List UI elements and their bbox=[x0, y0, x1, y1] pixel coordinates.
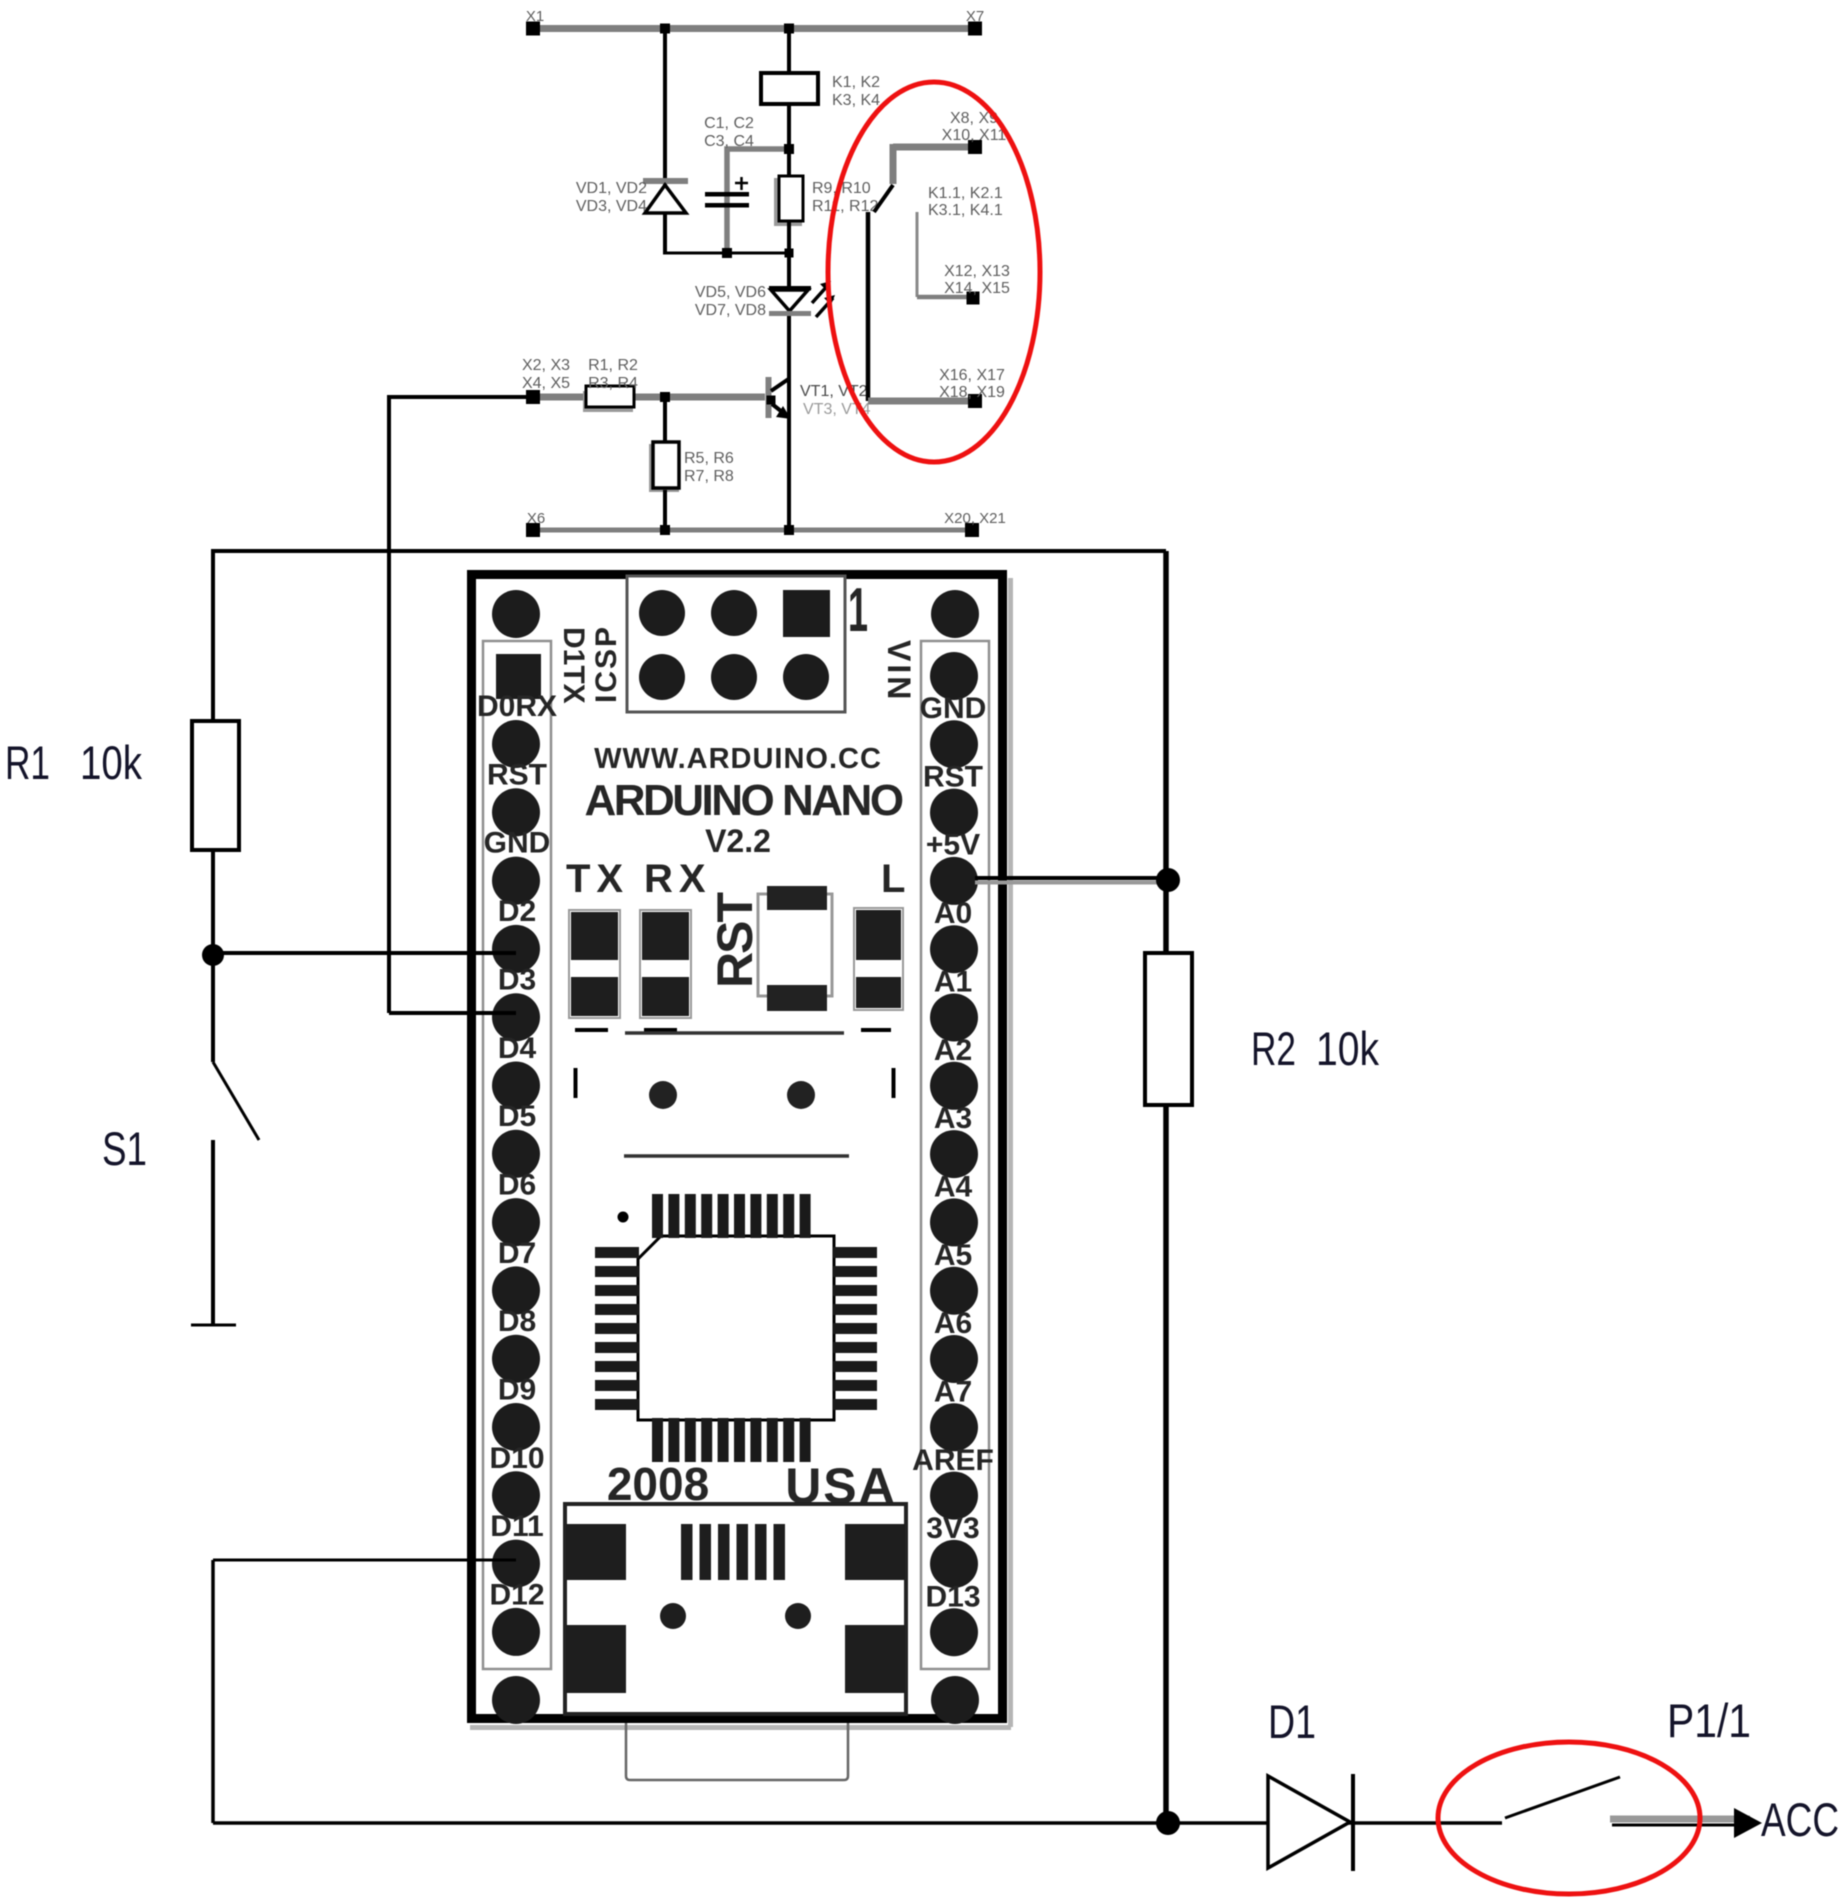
svg-text:R3, R4: R3, R4 bbox=[588, 375, 638, 392]
svg-text:P1/1: P1/1 bbox=[1667, 1694, 1751, 1747]
svg-text:X4, X5: X4, X5 bbox=[522, 375, 570, 392]
svg-text:ICSP: ICSP bbox=[590, 625, 623, 703]
svg-text:10k: 10k bbox=[1316, 1022, 1379, 1075]
svg-text:A6: A6 bbox=[934, 1307, 972, 1340]
svg-text:RST: RST bbox=[707, 893, 763, 988]
svg-text:VD5, VD6: VD5, VD6 bbox=[695, 284, 766, 301]
svg-text:R1: R1 bbox=[5, 736, 50, 789]
svg-text:WWW.ARDUINO.CC: WWW.ARDUINO.CC bbox=[594, 743, 882, 775]
svg-text:K3, K4: K3, K4 bbox=[832, 92, 880, 109]
svg-text:10k: 10k bbox=[80, 736, 142, 789]
svg-text:GND: GND bbox=[920, 692, 987, 725]
svg-text:AREF: AREF bbox=[912, 1444, 994, 1477]
svg-text:D13: D13 bbox=[925, 1581, 980, 1614]
svg-text:A4: A4 bbox=[934, 1170, 973, 1203]
svg-text:TX: TX bbox=[566, 857, 629, 901]
svg-text:X12, X13: X12, X13 bbox=[944, 263, 1010, 280]
svg-text:D1: D1 bbox=[1268, 1695, 1316, 1748]
svg-text:L: L bbox=[881, 857, 905, 901]
svg-text:D12: D12 bbox=[489, 1579, 544, 1612]
svg-text:D8: D8 bbox=[498, 1305, 536, 1338]
svg-text:A3: A3 bbox=[934, 1102, 972, 1135]
svg-text:D9: D9 bbox=[498, 1374, 536, 1407]
svg-text:D4: D4 bbox=[498, 1032, 537, 1065]
svg-text:X14, X15: X14, X15 bbox=[944, 280, 1010, 297]
svg-text:VT3, VT4: VT3, VT4 bbox=[803, 401, 871, 418]
svg-text:+5V: +5V bbox=[926, 829, 980, 862]
svg-text:K1.1, K2.1: K1.1, K2.1 bbox=[928, 185, 1003, 202]
svg-text:R5, R6: R5, R6 bbox=[684, 450, 734, 467]
svg-text:3V3: 3V3 bbox=[926, 1512, 979, 1545]
svg-text:V2.2: V2.2 bbox=[705, 823, 771, 859]
svg-text:D2: D2 bbox=[498, 895, 536, 928]
svg-text:X16, X17: X16, X17 bbox=[939, 367, 1005, 384]
svg-text:A1: A1 bbox=[934, 965, 972, 998]
svg-text:X8, X9: X8, X9 bbox=[950, 110, 998, 127]
svg-text:A2: A2 bbox=[934, 1034, 972, 1067]
svg-text:C3, C4: C3, C4 bbox=[704, 133, 754, 150]
svg-text:2008: 2008 bbox=[607, 1458, 709, 1510]
svg-text:X10, X11: X10, X11 bbox=[942, 127, 1007, 144]
svg-text:K3.1, K4.1: K3.1, K4.1 bbox=[928, 202, 1003, 219]
svg-text:1: 1 bbox=[848, 576, 868, 645]
svg-text:RST: RST bbox=[923, 760, 983, 793]
svg-text:X6: X6 bbox=[527, 510, 545, 527]
svg-text:VD1, VD2: VD1, VD2 bbox=[576, 180, 647, 197]
svg-text:D11: D11 bbox=[490, 1510, 543, 1543]
svg-text:X7: X7 bbox=[966, 8, 984, 25]
svg-text:R1, R2: R1, R2 bbox=[588, 357, 638, 374]
svg-text:ACC: ACC bbox=[1761, 1793, 1839, 1846]
svg-text:RX: RX bbox=[644, 857, 712, 901]
svg-text:C1, C2: C1, C2 bbox=[704, 115, 754, 132]
svg-text:D0RX: D0RX bbox=[477, 690, 557, 723]
svg-text:A0: A0 bbox=[934, 897, 972, 930]
svg-text:GND: GND bbox=[484, 827, 551, 860]
svg-text:ARDUINO NANO: ARDUINO NANO bbox=[584, 776, 902, 825]
svg-text:R7, R8: R7, R8 bbox=[684, 468, 734, 485]
svg-text:VIN: VIN bbox=[881, 640, 917, 702]
svg-text:RST: RST bbox=[487, 758, 547, 791]
svg-text:VT1, VT2: VT1, VT2 bbox=[800, 383, 868, 400]
svg-text:X2, X3: X2, X3 bbox=[522, 357, 570, 374]
svg-text:VD3, VD4: VD3, VD4 bbox=[576, 198, 647, 215]
svg-text:X1: X1 bbox=[526, 8, 544, 25]
svg-text:R11, R12: R11, R12 bbox=[812, 198, 879, 215]
svg-text:S1: S1 bbox=[102, 1122, 147, 1175]
svg-text:X20, X21: X20, X21 bbox=[944, 510, 1006, 527]
svg-text:D1TX: D1TX bbox=[557, 627, 590, 704]
svg-text:D10: D10 bbox=[489, 1442, 544, 1475]
svg-text:D7: D7 bbox=[498, 1237, 536, 1270]
svg-text:R2: R2 bbox=[1251, 1022, 1296, 1075]
svg-text:D6: D6 bbox=[498, 1168, 536, 1201]
svg-text:A7: A7 bbox=[934, 1376, 972, 1409]
svg-text:D5: D5 bbox=[498, 1100, 536, 1133]
svg-text:A5: A5 bbox=[934, 1239, 972, 1272]
svg-text:K1, K2: K1, K2 bbox=[832, 74, 880, 91]
svg-text:VD7, VD8: VD7, VD8 bbox=[695, 302, 766, 319]
svg-text:R9, R10: R9, R10 bbox=[812, 180, 871, 197]
svg-text:X18, X19: X18, X19 bbox=[939, 384, 1005, 401]
svg-text:D3: D3 bbox=[498, 963, 536, 996]
